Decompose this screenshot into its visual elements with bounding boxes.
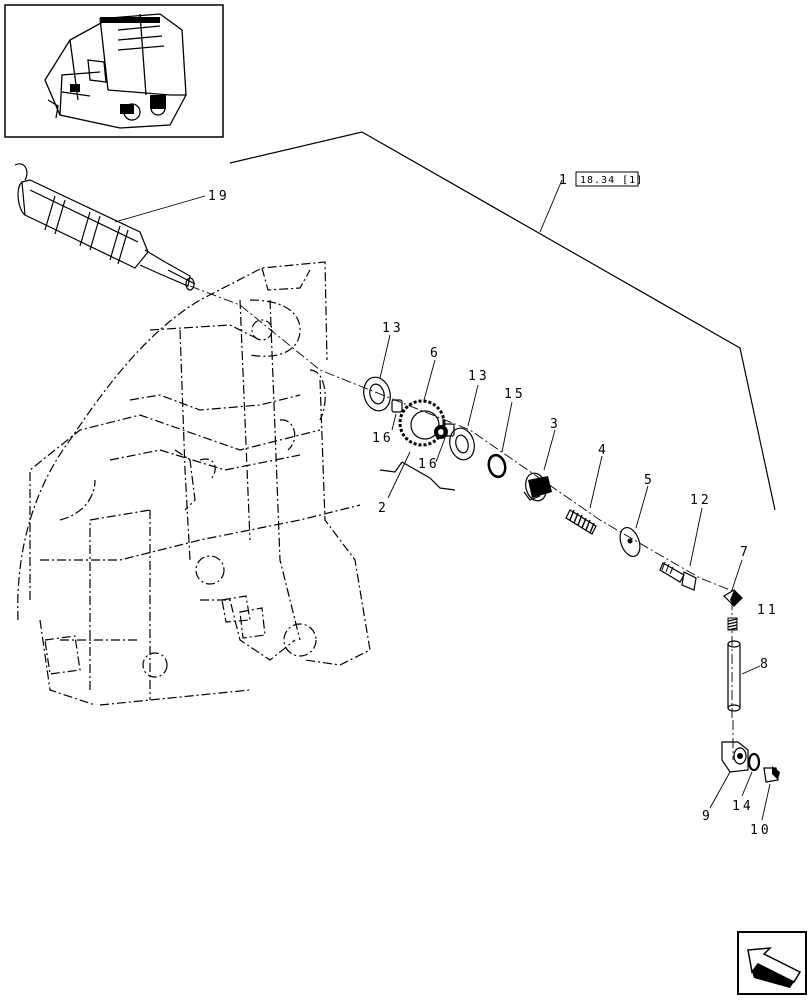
callout-6: 6 — [430, 346, 441, 361]
washer-part-14 — [741, 752, 761, 797]
bushing-bracket — [379, 461, 456, 491]
assembly-bracket — [229, 131, 776, 511]
spring-part-4 — [565, 455, 603, 535]
washer-part-13-left — [363, 334, 391, 412]
callout-13-right: 13 — [468, 369, 490, 384]
callout-12: 12 — [690, 493, 712, 508]
tube-part-8 — [727, 640, 761, 712]
fitting-part-7 — [723, 559, 743, 607]
callout-8: 8 — [760, 657, 771, 672]
bolt-part-12 — [659, 507, 703, 591]
bushing-part-16-left — [391, 399, 403, 431]
assembly-callout-number: 1 — [559, 173, 570, 188]
callout-16-right: 16 — [418, 457, 440, 472]
washer-part-5 — [619, 485, 649, 558]
callout-7: 7 — [740, 545, 751, 560]
callout-5: 5 — [644, 473, 655, 488]
callout-labels: 19 13 6 13 15 3 16 16 2 4 5 12 7 11 8 9 … — [208, 189, 779, 838]
callout-9: 9 — [702, 809, 713, 824]
elbow-part-9 — [709, 741, 749, 809]
sprocket-part-6 — [398, 359, 448, 447]
spring-part-11 — [727, 617, 738, 631]
callout-10: 10 — [750, 823, 772, 838]
callout-14: 14 — [732, 799, 754, 814]
callout-2: 2 — [378, 501, 389, 516]
assembly-callout: 1 18.34 [1] — [559, 171, 643, 188]
callout-19: 19 — [208, 189, 230, 204]
callout-3: 3 — [550, 417, 561, 432]
leader-part-2 — [387, 451, 411, 499]
roller-part-19 — [14, 163, 206, 291]
callout-15: 15 — [504, 387, 526, 402]
callout-16-left: 16 — [372, 431, 394, 446]
navigation-arrow-icon[interactable] — [737, 931, 807, 995]
baler-thumbnail-icon — [4, 4, 224, 138]
clutch-part-3 — [523, 429, 556, 502]
baler-frame-phantom — [17, 261, 371, 706]
plug-part-10 — [761, 766, 780, 821]
callout-13-left: 13 — [382, 321, 404, 336]
callout-4: 4 — [598, 443, 609, 458]
callout-11: 11 — [757, 603, 779, 618]
snap-ring-part-15 — [487, 401, 513, 479]
assembly-callout-reference: 18.34 [1] — [580, 175, 643, 186]
exploded-centerline — [189, 285, 736, 593]
washer-part-13-right — [449, 384, 479, 461]
